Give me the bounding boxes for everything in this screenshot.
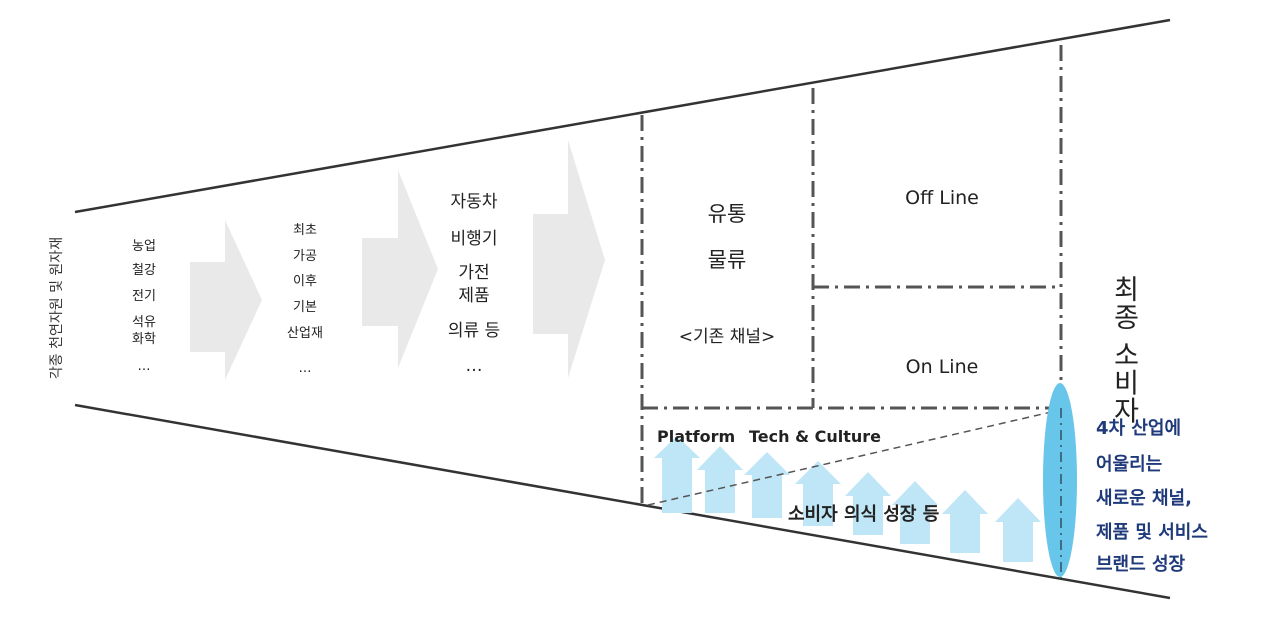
stage1-item: 전기	[132, 289, 156, 304]
tech-culture-label: Tech & Culture	[749, 427, 882, 446]
online-label: On Line	[905, 356, 979, 378]
platform-label: Platform	[657, 427, 736, 446]
growth-arrow-6	[892, 481, 938, 544]
stage3-item: …	[465, 356, 483, 376]
growth-arrow-8	[995, 498, 1041, 562]
process-arrow-2	[362, 170, 438, 368]
industry4-line: 브랜드 성장	[1096, 554, 1186, 575]
stage1-item: 농업	[132, 239, 156, 254]
stage2-item: …	[298, 361, 312, 376]
stage2-item: 최초	[293, 223, 317, 238]
logistics-title: 물류	[707, 248, 747, 272]
stage1-item: 석유	[132, 315, 156, 330]
industry4-line: 어울리는	[1096, 454, 1163, 475]
stage3-item: 가전	[458, 263, 490, 283]
growth-arrow-2	[697, 446, 743, 513]
growth-arrow-4	[795, 461, 841, 526]
stage1-item: 철강	[132, 263, 156, 278]
stage3-item: 비행기	[450, 229, 498, 249]
process-arrow-3	[533, 140, 605, 378]
offline-label: Off Line	[905, 187, 979, 209]
funnel-top-edge	[74, 18, 1171, 214]
process-arrow-1	[190, 220, 262, 380]
distribution-title: 유통	[707, 202, 747, 226]
growth-arrow-5	[845, 472, 891, 535]
industry4-line: 제품 및 서비스	[1096, 522, 1208, 543]
stage2-item: 기본	[293, 300, 317, 315]
growth-arrows	[654, 436, 1041, 562]
growth-arrow-3	[744, 452, 790, 518]
stage1-item: …	[137, 359, 151, 374]
growth-trend-line	[647, 409, 1061, 506]
growth-arrow-1	[654, 436, 700, 513]
funnel-bottom-edge	[74, 403, 1171, 600]
stage3-item: 제품	[458, 286, 490, 306]
final-consumer-label: 최종 소비자	[1108, 275, 1139, 425]
stage2-item: 가공	[293, 249, 317, 264]
stage3-item: 의류 등	[447, 321, 501, 341]
growth-arrow-7	[942, 490, 988, 553]
stage2-item: 산업재	[287, 326, 323, 341]
existing-channel-label: <기존 채널>	[678, 327, 776, 347]
consumer-growth-label: 소비자 의식 성장 등	[788, 504, 940, 525]
industry4-line: 4차 산업에	[1096, 418, 1182, 439]
stage3-item: 자동차	[450, 192, 498, 212]
stage2-item: 이후	[293, 274, 317, 289]
raw-materials-label: 각종 천연자원 및 원자재	[49, 236, 65, 380]
stage1-item: 화학	[132, 332, 156, 347]
industry4-line: 새로운 채널,	[1096, 488, 1192, 509]
